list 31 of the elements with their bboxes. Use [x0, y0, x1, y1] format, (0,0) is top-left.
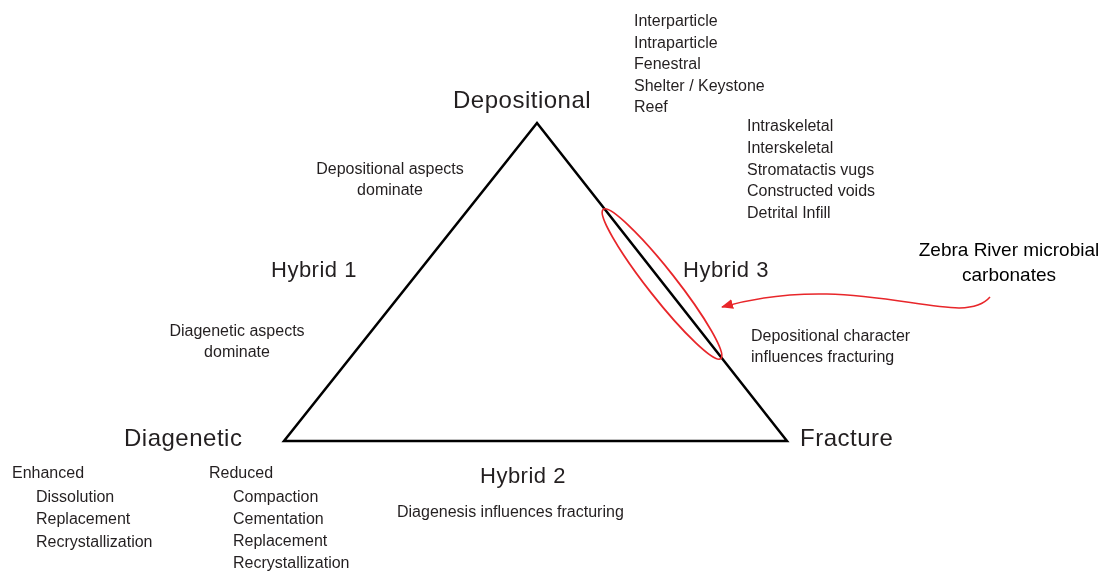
- field-label: Hybrid 3: [683, 256, 769, 284]
- vertex-label: Diagenetic: [124, 423, 243, 453]
- note-text: Depositional character influences fracturing: [751, 326, 912, 367]
- list-item: Detrital Infill: [747, 203, 831, 223]
- field-label: Hybrid 2: [480, 462, 566, 490]
- field-label: Hybrid 1: [271, 256, 357, 284]
- list-item: Intraskeletal: [747, 116, 834, 136]
- list-item: Compaction: [233, 487, 319, 507]
- list-heading: Enhanced: [12, 463, 85, 483]
- list-item: Recrystallization: [233, 553, 350, 573]
- note-text: Depositional aspects dominate: [315, 159, 465, 200]
- list-item: Recrystallization: [36, 532, 153, 552]
- list-item: Intraparticle: [634, 33, 718, 53]
- note-text: Diagenesis influences fracturing: [397, 502, 624, 522]
- note-text: Diagenetic aspects dominate: [168, 321, 306, 362]
- list-item: Dissolution: [36, 487, 115, 507]
- list-item: Fenestral: [634, 54, 701, 74]
- list-item: Reef: [634, 97, 668, 117]
- list-item: Interskeletal: [747, 138, 834, 158]
- list-item: Cementation: [233, 509, 324, 529]
- list-item: Constructed voids: [747, 181, 876, 201]
- list-item: Shelter / Keystone: [634, 76, 765, 96]
- list-item: Stromatactis vugs: [747, 160, 875, 180]
- vertex-label: Fracture: [800, 423, 894, 453]
- arrow: [721, 293, 991, 310]
- list-item: Replacement: [36, 509, 131, 529]
- list-heading: Reduced: [209, 463, 274, 483]
- list-item: Interparticle: [634, 11, 718, 31]
- list-item: Replacement: [233, 531, 328, 551]
- vertex-label: Depositional: [453, 85, 592, 115]
- callout-text: Zebra River microbial carbonates: [918, 238, 1100, 296]
